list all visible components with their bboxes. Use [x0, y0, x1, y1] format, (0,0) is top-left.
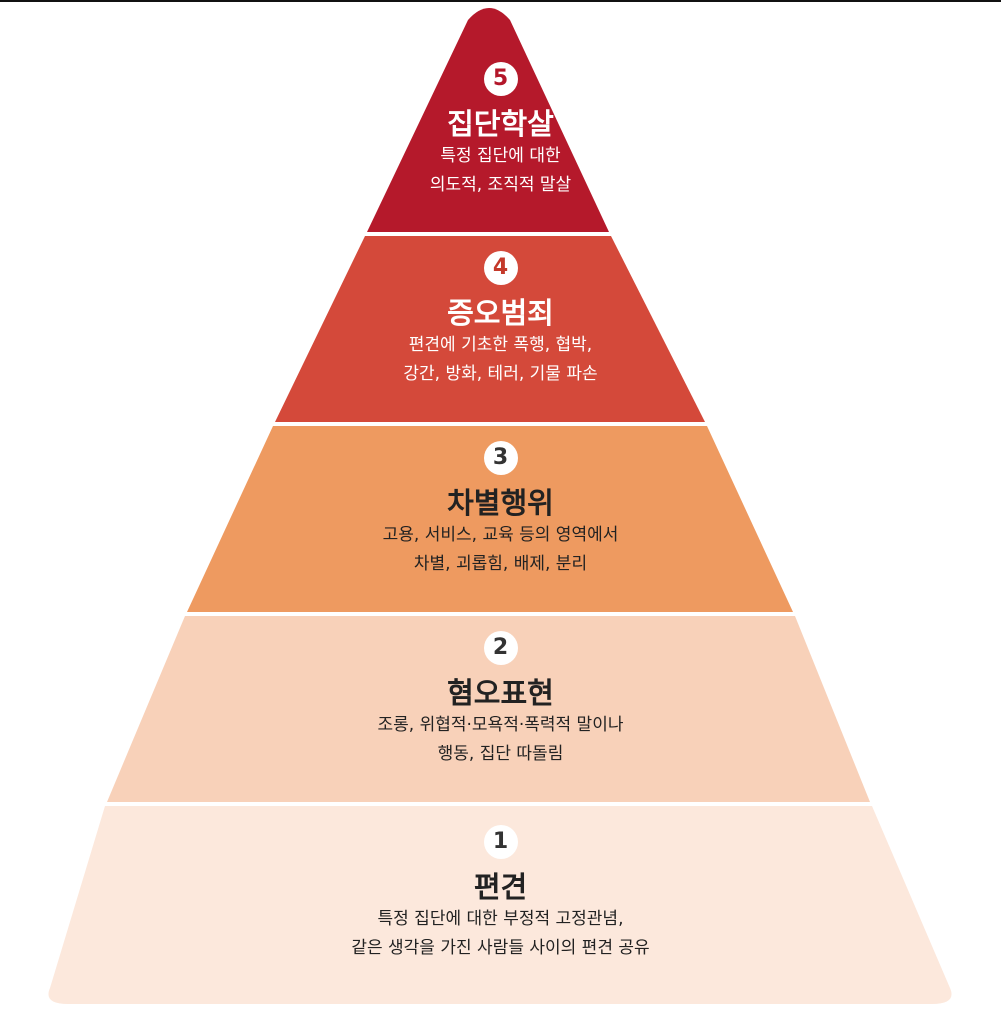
level-1-number-badge: 1 — [483, 825, 518, 859]
level-2: 2 혐오표현 조롱, 위협적·모욕적·폭력적 말이나 행동, 집단 따돌림 — [0, 631, 1001, 769]
level-2-number-badge: 2 — [483, 631, 518, 665]
level-4: 4 증오범죄 편견에 기초한 폭행, 협박, 강간, 방화, 테러, 기물 파손 — [0, 251, 1001, 389]
level-2-shape — [107, 616, 870, 802]
level-4-desc-line-1: 편견에 기초한 폭행, 협박, — [408, 335, 593, 355]
level-1-desc-line-1: 특정 집단에 대한 부정적 고정관념, — [377, 909, 624, 929]
level-4-desc-line-2: 강간, 방화, 테러, 기물 파손 — [403, 364, 598, 384]
level-5-title: 집단학살 — [447, 107, 554, 141]
level-5: 5 집단학살 특정 집단에 대한 의도적, 조직적 말살 — [0, 62, 1001, 200]
level-1: 1 편견 특정 집단에 대한 부정적 고정관념, 같은 생각을 가진 사람들 사… — [0, 825, 1001, 963]
top-border — [0, 0, 1001, 2]
level-3-shape — [187, 426, 793, 612]
level-5-shape — [367, 8, 609, 232]
level-5-desc-line-2: 의도적, 조직적 말살 — [429, 175, 572, 195]
level-1-desc-line-2: 같은 생각을 가진 사람들 사이의 편견 공유 — [351, 938, 650, 958]
level-2-desc-line-1: 조롱, 위협적·모욕적·폭력적 말이나 — [377, 715, 624, 735]
level-1-shape — [48, 806, 952, 1004]
level-3-desc-line-2: 차별, 괴롭힘, 배제, 분리 — [413, 554, 588, 574]
level-5-desc-line-1: 특정 집단에 대한 — [440, 146, 561, 166]
level-3: 3 차별행위 고용, 서비스, 교육 등의 영역에서 차별, 괴롭힘, 배제, … — [0, 441, 1001, 579]
level-5-number-badge: 5 — [483, 62, 518, 96]
level-2-desc-line-2: 행동, 집단 따돌림 — [437, 744, 564, 764]
level-3-desc-line-1: 고용, 서비스, 교육 등의 영역에서 — [382, 525, 619, 545]
level-4-number-badge: 4 — [483, 251, 518, 285]
level-4-title: 증오범죄 — [447, 296, 554, 330]
level-2-title: 혐오표현 — [447, 676, 554, 710]
level-3-title: 차별행위 — [447, 486, 554, 520]
level-1-title: 편견 — [473, 870, 528, 904]
level-4-shape — [275, 236, 705, 422]
level-3-number-badge: 3 — [483, 441, 518, 475]
